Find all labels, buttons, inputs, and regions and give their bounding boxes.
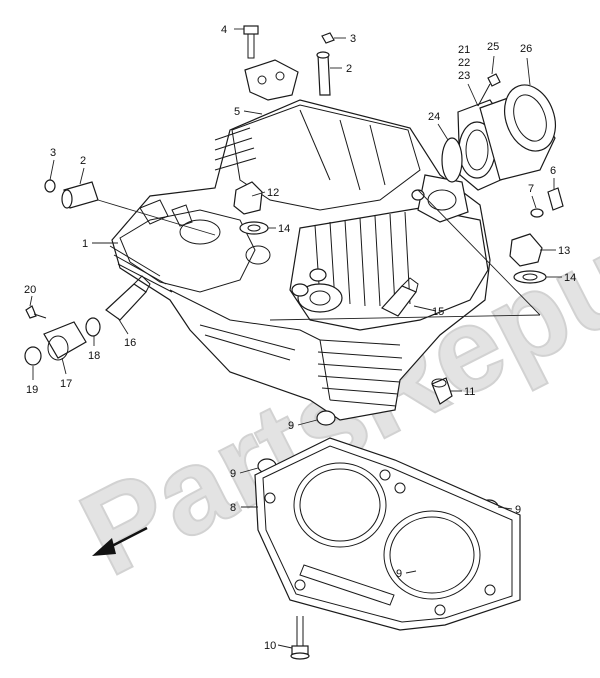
callout-20: 20 <box>24 284 36 296</box>
leader-lines <box>29 28 562 649</box>
spark-plug <box>381 277 419 317</box>
bolt-10 <box>290 616 310 660</box>
callout-7: 7 <box>528 183 534 195</box>
callout-3a: 3 <box>350 33 356 45</box>
callout-12: 12 <box>267 187 279 199</box>
callout-14b: 14 <box>564 272 576 284</box>
callout-10: 10 <box>264 640 276 652</box>
callout-26: 26 <box>520 43 532 55</box>
callout-25: 25 <box>487 41 499 53</box>
callout-22: 22 <box>458 57 470 69</box>
callout-15: 15 <box>432 306 444 318</box>
callout-19: 19 <box>26 384 38 396</box>
callout-23: 23 <box>458 70 470 82</box>
callout-2a: 2 <box>346 63 352 75</box>
callout-9d: 9 <box>396 568 402 580</box>
callout-4: 4 <box>221 24 227 36</box>
callout-5: 5 <box>234 106 240 118</box>
callout-21: 21 <box>458 44 470 56</box>
callout-9b: 9 <box>230 468 236 480</box>
callout-9a: 9 <box>288 420 294 432</box>
callout-16: 16 <box>124 337 136 349</box>
callout-14a: 14 <box>278 223 290 235</box>
cap-11 <box>431 377 453 405</box>
callout-1: 1 <box>82 238 88 250</box>
tacho-drive-parts <box>24 275 151 366</box>
callout-24: 24 <box>428 111 440 123</box>
callout-3b: 3 <box>50 147 56 159</box>
right-small-parts <box>509 187 564 284</box>
intake-pipe-assembly <box>441 73 556 191</box>
left-tappet-parts <box>44 179 99 209</box>
callout-9c: 9 <box>515 504 521 516</box>
callout-8: 8 <box>230 502 236 514</box>
callout-labels: 4 3 2 5 21 22 23 25 26 24 3 2 12 6 7 1 1… <box>24 24 576 652</box>
callout-2b: 2 <box>80 155 86 167</box>
callout-11: 11 <box>464 386 475 398</box>
callout-13: 13 <box>558 245 570 257</box>
cylinder-head <box>109 99 491 421</box>
head-gasket <box>254 437 521 631</box>
top-small-parts <box>233 25 335 235</box>
callout-6: 6 <box>550 165 556 177</box>
callout-17: 17 <box>60 378 72 390</box>
direction-arrow <box>92 526 148 556</box>
callout-18: 18 <box>88 350 100 362</box>
